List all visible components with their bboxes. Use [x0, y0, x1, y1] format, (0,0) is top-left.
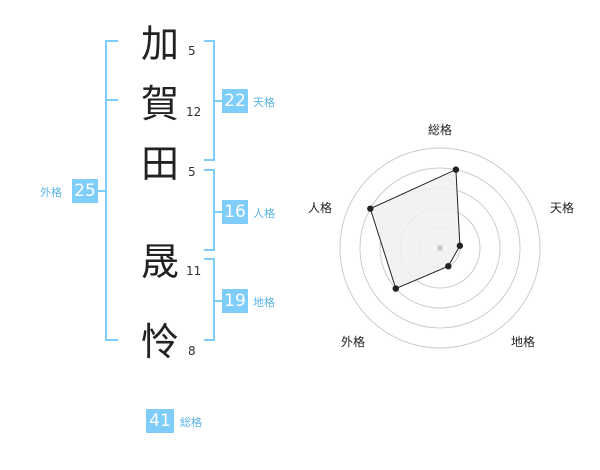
radar-point-3 [445, 262, 452, 270]
radar-point-5 [367, 205, 374, 212]
radar-point-2 [456, 242, 464, 249]
radar-polygon [369, 168, 461, 290]
jinkaku-bracket [204, 169, 215, 251]
gaikaku-label: 外格 [40, 186, 62, 199]
radar-axis-label-chikaku: 地格 [511, 335, 536, 349]
name-char-1: 加 [140, 22, 179, 66]
jinkaku-value: 16 [222, 200, 248, 224]
radar-ring-4 [359, 167, 521, 329]
stroke-count-5: 8 [188, 344, 196, 358]
radar-point-1 [452, 166, 460, 173]
gaikaku-value: 25 [72, 179, 98, 203]
radar-axis-label-jinkaku: 人格 [308, 201, 333, 215]
tenkaku-label: 天格 [253, 96, 275, 109]
radar-axis-label-gaikaku: 外格 [341, 335, 366, 349]
radar-axis-label-soukaku: 総格 [428, 123, 453, 137]
tenkaku-value: 22 [222, 89, 248, 113]
soukaku-label: 総格 [180, 416, 202, 429]
name-char-2: 賀 [140, 82, 179, 126]
name-char-3: 田 [140, 142, 179, 186]
radar-point-4 [392, 285, 399, 292]
name-char-4: 晟 [140, 240, 179, 284]
stroke-count-1: 5 [188, 44, 196, 58]
radar-axis-label-tenkaku: 天格 [550, 201, 575, 215]
radar-center-dot [437, 245, 443, 251]
chikaku-value: 19 [222, 289, 248, 313]
chikaku-label: 地格 [253, 296, 275, 309]
name-char-5: 怜 [140, 320, 179, 364]
stroke-count-4: 11 [186, 264, 202, 278]
soukaku-value: 41 [146, 409, 174, 433]
stroke-count-3: 5 [188, 165, 196, 179]
stroke-count-2: 12 [186, 105, 202, 119]
jinkaku-label: 人格 [253, 207, 275, 220]
chikaku-bracket [204, 258, 215, 341]
